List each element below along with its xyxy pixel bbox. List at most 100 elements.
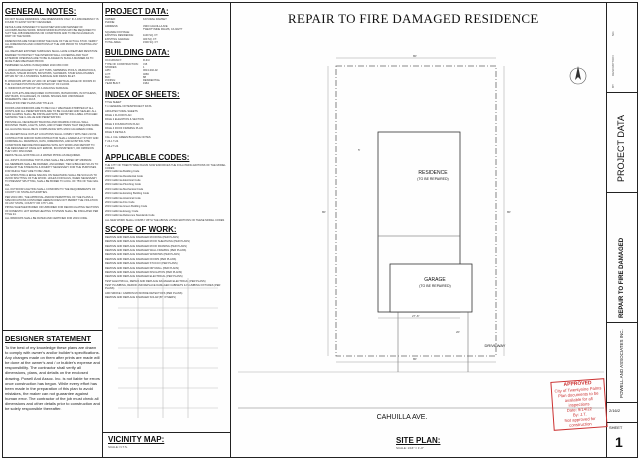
project-data-row-label: EXISTING GARAGE: [105, 37, 130, 41]
building-data-row: YEAR BUILT:1964 [105, 82, 228, 85]
project-data-row-value: TWENTYNINE PALMS, CA 92277 [143, 27, 183, 31]
code-item: 2019 California Building Code [105, 170, 140, 174]
building-data-row-value: R-3/U [143, 59, 150, 63]
general-note: REROUTE ALL EXISTING AC & WATER PIPING A… [5, 154, 81, 158]
project-data-row: TWENTYNINE PALMS, CA 92277 [105, 28, 228, 31]
dim-side-setback: 5' [358, 148, 361, 152]
sheet-index-item: PAGE 4 ROOF FRAMING PLAN [105, 127, 143, 131]
general-note: ALL JOISTS IN DOUBLE TOP PLATES SHALL BE… [5, 158, 93, 162]
project-data-row-label: PHONE: [105, 21, 115, 25]
general-note: B. WINDOWS WITHIN 24" ARC OF EITHER VERT… [5, 79, 96, 86]
scope-item: REMOVE AND REPLACE DAMAGED DRYWALL (PER … [105, 266, 179, 270]
building-data-row: APN:0613-302-02 [105, 69, 228, 72]
scope-item: REMOVE AND REPLACE DAMAGED SOLAR (BY OTH… [105, 296, 176, 300]
tb-rule-1 [607, 92, 637, 93]
building-data-row-label: BLK: [105, 75, 111, 79]
column-divider-1 [102, 2, 103, 458]
vicinity-map [118, 278, 218, 418]
code-item: 2019 California Green Building Code [105, 205, 148, 209]
dim-top: 80' [413, 54, 417, 58]
building-data-row: ZONING:RESIDENTIAL [105, 79, 228, 82]
code-item: 2019 California Fire Code [105, 201, 135, 204]
code-item: 2019 California Residential Code [105, 174, 143, 178]
general-note: ALL RECEPTACLE OUTLET LOCATIONS SHALL CO… [5, 132, 97, 136]
general-note: CONTRACTOR AND/OR SUBCONTRACTOR SHALL CA… [5, 137, 99, 153]
building-data-row-value: 0613-302-02 [143, 69, 158, 73]
tb-sheet-number: 1 [615, 434, 623, 450]
project-data-heading: PROJECT DATA: [105, 7, 169, 16]
column-divider-2 [230, 2, 231, 458]
code-item: 2019 California Plumbing Code [105, 183, 141, 187]
designer-statement-text: To the best of my knowledge these plans … [5, 345, 100, 412]
code-item: 2019 California Electrical Code [105, 179, 141, 183]
sheet-border-right [637, 2, 638, 458]
project-data-row: ADDRESS: 3346 CAHUILLA AVE [105, 25, 228, 28]
general-note: DO NOT SCALE DRAWINGS. USE DIMENSIONS ON… [5, 18, 99, 25]
general-note: PROVIDE ALL NECESSARY BACKING AND FRAMIN… [5, 120, 100, 127]
project-data-row: TOTAL AREA: 1500 SQ. FT. [105, 41, 228, 44]
project-data-row-value: 1100 SQ. FT. [143, 34, 159, 38]
vicinity-map-scale: SCALE: N.T.S. [108, 445, 128, 449]
scope-item: REMOVE AND REPLACE DAMAGED WINDOWS (PER … [105, 253, 180, 257]
scope-item: REMOVE AND REPLACE DAMAGED ROOF FRAMING … [105, 244, 187, 248]
general-note: A. WINDOW ADJACENT TO HOT TUBS, SWIMMING… [5, 68, 97, 79]
applicable-codes-heading: APPLICABLE CODES: [105, 152, 190, 162]
sheet-border-top [2, 2, 638, 3]
general-note: GFCI OUTLETS ARE REQUIRED OUTDOORS, BATH… [5, 91, 97, 101]
building-data-row: OCCUPANCY: R-3/U [105, 59, 228, 62]
scope-item: REMOVE AND REPLACE DAMAGED INSULATION (P… [105, 270, 183, 274]
project-data-row-label: TOTAL AREA: [105, 41, 122, 45]
general-notes-heading: GENERAL NOTES: [5, 7, 77, 16]
tb-row-label-description: DESCRIPTION [611, 55, 615, 76]
north-arrow-pointer-icon [575, 66, 581, 80]
building-data-row-label: OCCUPANCY: [105, 59, 122, 63]
project-data-row-label: ADDRESS: [105, 24, 119, 28]
building-data-row: LOT:4066 [105, 73, 228, 76]
sheet-border-left [2, 2, 3, 458]
building-data-row-label: LOT: [105, 72, 111, 76]
building-data-row-label: STORIES: [105, 65, 118, 69]
building-data-heading: BUILDING DATA: [105, 48, 170, 58]
project-data-row-label: SQUARE FOOTAGE: [105, 31, 130, 35]
project-data-row-value: KATURAH RAMSEY [143, 18, 167, 21]
building-data-row-value: RESIDENTIAL [143, 79, 161, 83]
designer-statement-heading: DESIGNER STATEMENT [5, 334, 91, 343]
project-data-row-label: EXISTING RESIDENCE: [105, 34, 134, 38]
site-plan-label: SITE PLAN: [396, 436, 441, 445]
project-data-row-value: 1500 SQ. FT. [143, 41, 159, 45]
general-note: ALL SPROUTING & EDGE NAILING ON SHEATHIN… [5, 173, 99, 187]
garage-sublabel: (TO BE REPAIRED) [419, 284, 451, 288]
sheet-index-item: T 24-2 T-24 [105, 144, 119, 148]
sheet-index-item: T-1 GENERAL NOTES/PROJECT DATA [105, 105, 152, 109]
project-data-row-value: 3346 CAHUILLA AVE [143, 24, 168, 28]
project-data-row: EXISTING GARAGE:400 SQ. FT. [105, 38, 228, 41]
garage-label: GARAGE [424, 277, 446, 283]
scope-item: REMOVE AND REPLACE DAMAGED DOORS (PER PL… [105, 257, 177, 261]
general-note: ALL WINDOWS SHALL BE RATED AND CERTIFIED… [5, 217, 88, 221]
code-item: 2019 California Energy Code [105, 209, 139, 213]
code-item: 2019 California Mechanical Code [105, 187, 144, 191]
general-note: DIMENSIONS ARE TAKEN FROM THE FACE OF TH… [5, 39, 98, 49]
tb-rule-3 [607, 322, 637, 323]
scope-item: REMOVE AND REPLACE DAMAGED WALL FRAMING … [105, 248, 187, 252]
code-item: ALL NEW WORK SHALL COMPLY WITH THE ABOVE… [105, 218, 225, 222]
sheet-index-item: PAGE 1 FLOOR PLAN [105, 113, 132, 117]
general-note: DOORS AND WINDOWS ARE TO BE FULLY WEATHE… [5, 106, 98, 120]
tb-row-label-no: NO. [611, 30, 615, 36]
general-note: TEMPERED GLAZING IS REQUIRED 2019 CBC FO… [5, 64, 69, 68]
scope-item: REMOVE AND REPLACE DAMAGED ROOF SHEATHIN… [105, 240, 190, 244]
building-data-row-label: TYPE OF CONSTRUCTION: [105, 62, 139, 66]
project-data-row: OWNER:KATURAH RAMSEY [105, 18, 228, 21]
tb-rule-4 [607, 402, 637, 403]
scope-item: ADD SMOKE / CARBON MONOXIDE DETECTORS (P… [105, 291, 183, 295]
dim-residence-width: 27'-6" [412, 314, 420, 318]
tb-sheet-title: PROJECT DATA [616, 114, 626, 182]
dim-left: 80' [322, 210, 326, 214]
dim-bottom: 80' [413, 357, 417, 361]
general-notes-list: DO NOT SCALE DRAWINGS. USE DIMENSIONS ON… [5, 18, 100, 220]
general-note: ALL HAULING SHALL BE IN COMPLIANCE WITH … [5, 128, 94, 132]
